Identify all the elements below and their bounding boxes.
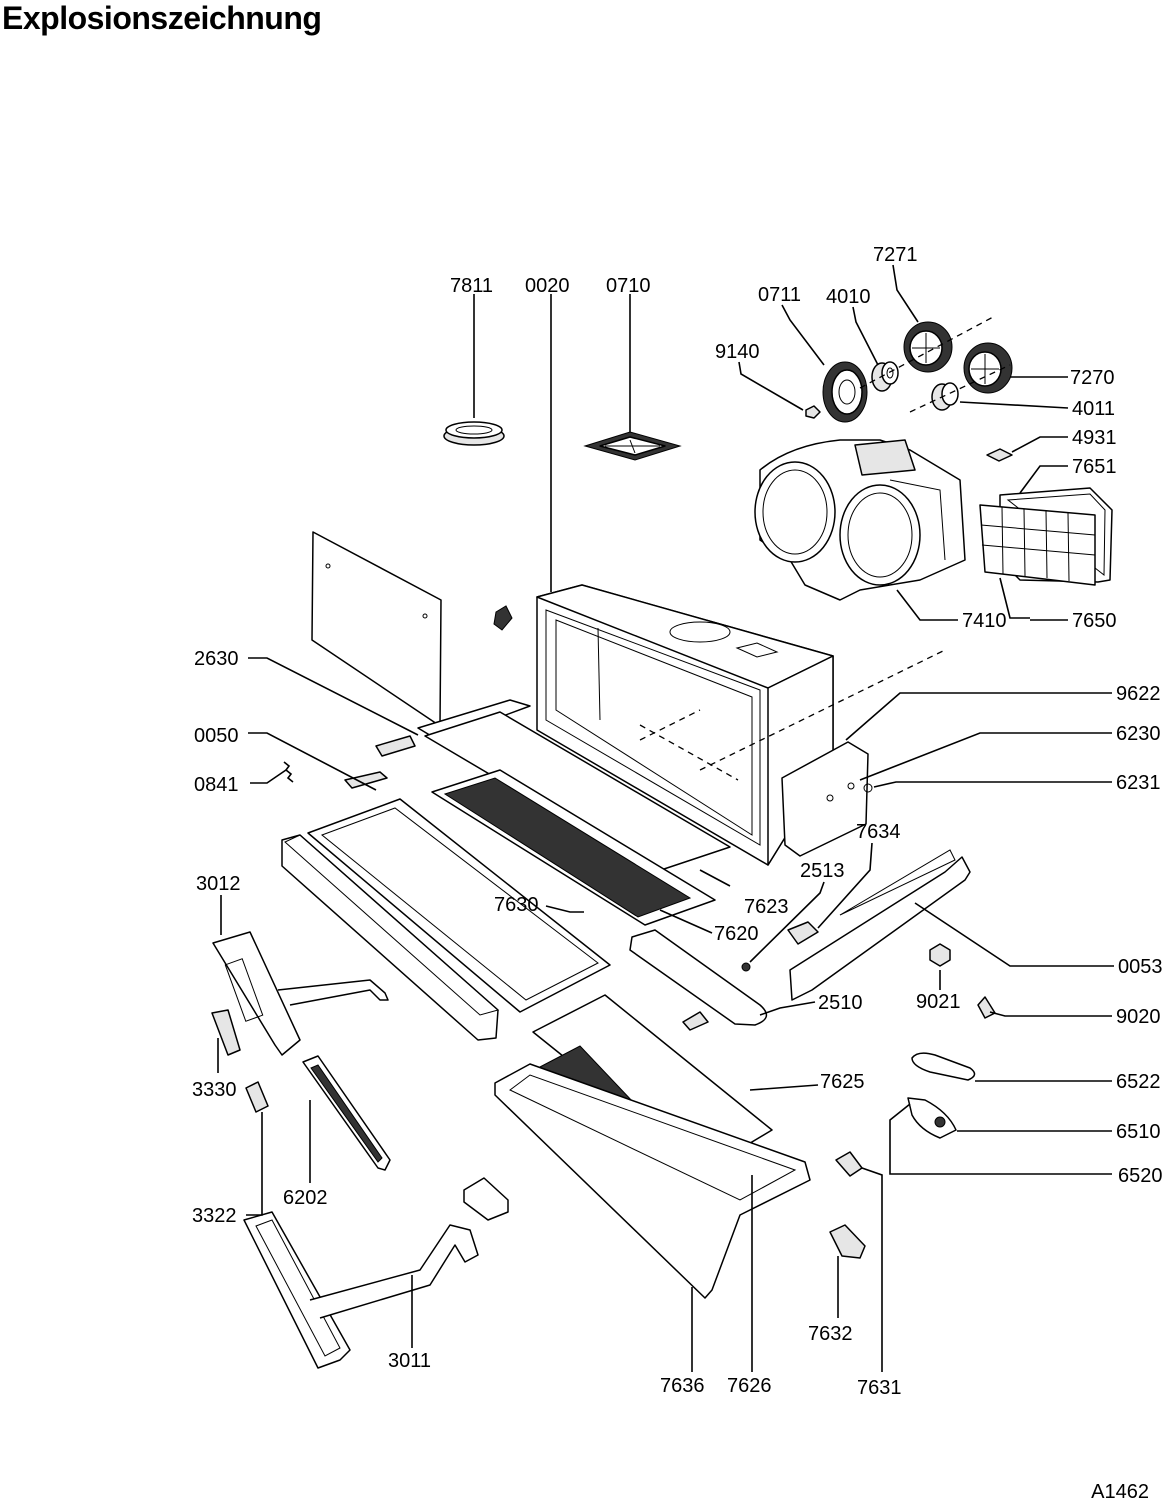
axis-line: [859, 315, 996, 389]
label-9140: 9140: [715, 341, 760, 363]
label-9622: 9622: [1116, 683, 1161, 705]
part-4011-hub: [931, 382, 959, 411]
part-6202-light-strip: [302, 1055, 391, 1171]
label-7631: 7631: [857, 1377, 902, 1399]
label-7271: 7271: [873, 244, 918, 266]
label-7630: 7630: [494, 894, 539, 916]
label-6202: 6202: [283, 1187, 328, 1209]
part-2510-channel: [629, 929, 768, 1026]
part-0841-spring: [283, 761, 294, 783]
label-0050: 0050: [194, 725, 239, 747]
part-7811-ring: [443, 421, 505, 446]
label-7620: 7620: [714, 923, 759, 945]
part-7634-side-rail: [789, 849, 971, 1001]
label-3322: 3322: [192, 1205, 237, 1227]
leader-lines: [217, 264, 1114, 1372]
label-7626: 7626: [727, 1375, 772, 1397]
part-6522-lamp-cover: [911, 1052, 976, 1081]
part-7270-fan-wheel: [963, 342, 1013, 394]
label-4011: 4011: [1072, 398, 1115, 420]
part-7631-clip: [835, 1151, 863, 1177]
part-grommet: [493, 605, 513, 631]
label-2513: 2513: [800, 860, 845, 882]
part-side-bracket: [781, 741, 873, 857]
label-7650: 7650: [1072, 610, 1117, 632]
part-0050-frame: [307, 798, 611, 1013]
label-6510: 6510: [1116, 1121, 1161, 1143]
part-7650-filter-grid: [979, 504, 1096, 586]
label-7410: 7410: [962, 610, 1007, 632]
label-4010: 4010: [826, 286, 871, 308]
label-7634: 7634: [856, 821, 901, 843]
label-2630: 2630: [194, 648, 239, 670]
label-7651: 7651: [1072, 456, 1117, 478]
label-2510: 2510: [818, 992, 863, 1014]
label-7811: 7811: [450, 275, 493, 297]
label-0053: 0053: [1118, 956, 1163, 978]
airflow-line: [639, 724, 739, 781]
label-3330: 3330: [192, 1079, 237, 1101]
part-0711-disc: [822, 361, 868, 423]
axis-line: [909, 364, 1011, 413]
part-4010-hub: [871, 361, 899, 392]
part-u-bracket: [463, 1177, 509, 1221]
part-7410-blower-housing: [754, 439, 966, 601]
part-7632-block: [829, 1224, 866, 1259]
label-4931: 4931: [1072, 427, 1117, 449]
label-9020: 9020: [1116, 1006, 1161, 1028]
label-7623: 7623: [744, 896, 789, 918]
label-6522: 6522: [1116, 1071, 1161, 1093]
part-small-tab: [682, 1011, 709, 1031]
document-id: A1462: [1091, 1481, 1149, 1503]
part-clip-b: [375, 735, 416, 757]
label-0020: 0020: [525, 275, 570, 297]
part-7620-grid-filter: [431, 769, 716, 926]
label-0841: 0841: [194, 774, 239, 796]
part-9021-nut: [929, 943, 951, 967]
part-labels: 7811 0020 0710 7271 0711 4010 9140 7270 …: [192, 244, 1163, 1399]
label-7636: 7636: [660, 1375, 705, 1397]
part-2630-cover-panel: [311, 531, 442, 727]
part-9140-nut: [805, 405, 821, 419]
label-3011: 3011: [388, 1350, 431, 1372]
label-7632: 7632: [808, 1323, 853, 1345]
label-6231: 6231: [1116, 772, 1161, 794]
part-0020-main-housing: [536, 584, 834, 866]
part-3322: [245, 1081, 269, 1113]
airflow-line: [699, 649, 946, 771]
part-clip-a: [344, 771, 388, 789]
airflow-line: [639, 709, 701, 741]
part-3330: [211, 1009, 241, 1056]
part-7636-tray: [494, 1063, 811, 1299]
label-0711: 0711: [758, 284, 801, 306]
label-9021: 9021: [916, 991, 961, 1013]
label-7270: 7270: [1070, 367, 1115, 389]
part-4931-clip: [986, 448, 1013, 462]
page-title: Explosionszeichnung: [2, 0, 322, 36]
part-3011-handle: [243, 1211, 479, 1369]
part-7271-fan-wheel: [903, 321, 953, 373]
part-6510-lamp: [907, 1097, 957, 1139]
label-7625: 7625: [820, 1071, 865, 1093]
label-6230: 6230: [1116, 723, 1161, 745]
part-7630-front-bar: [281, 834, 500, 1041]
part-2513-clip: [741, 921, 819, 972]
label-3012: 3012: [196, 873, 241, 895]
part-3012-handle: [212, 931, 389, 1056]
part-0710-grille: [583, 431, 682, 461]
part-9020-bracket: [977, 996, 996, 1019]
label-0710: 0710: [606, 275, 651, 297]
label-6520: 6520: [1118, 1165, 1163, 1187]
